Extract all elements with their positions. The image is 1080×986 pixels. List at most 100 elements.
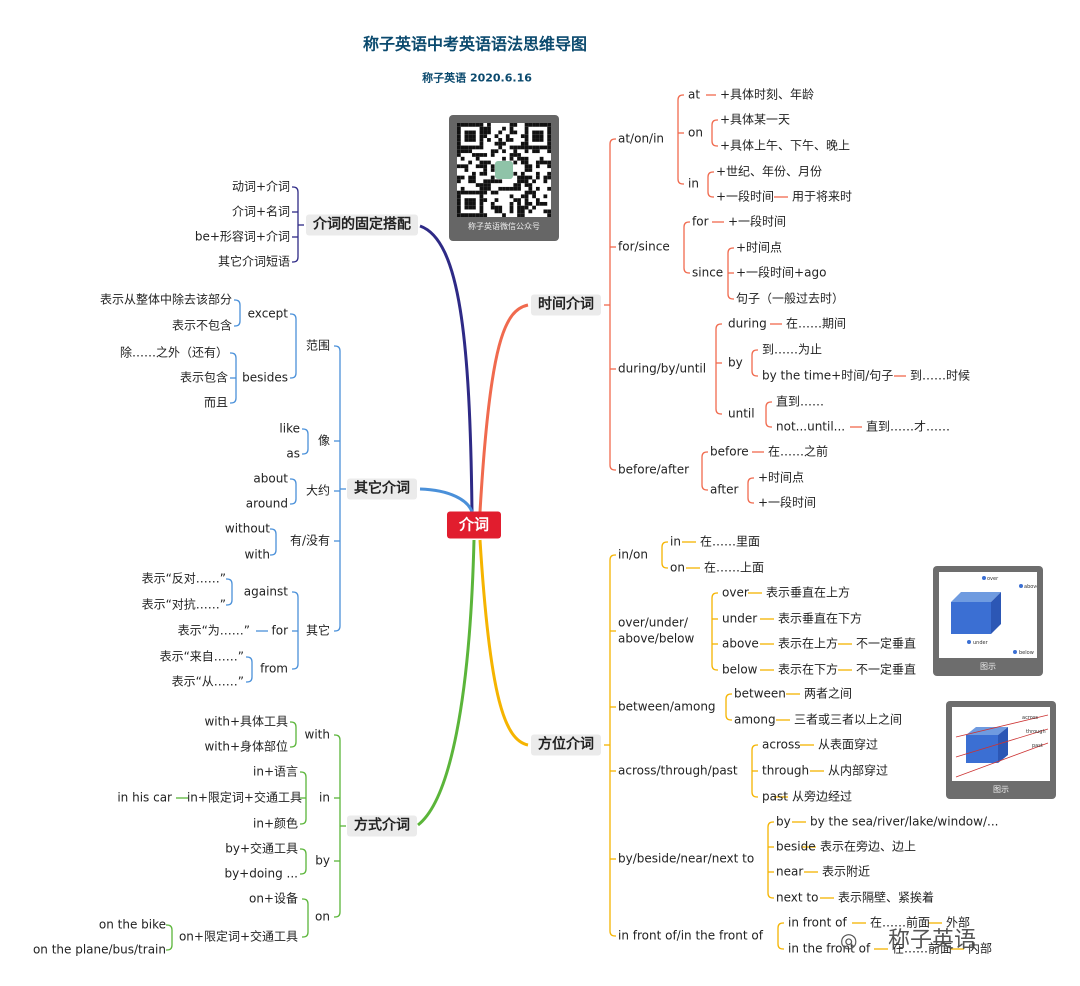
- svg-text:through: through: [1026, 729, 1046, 735]
- node-until: until: [728, 406, 755, 421]
- leaf: +一段时间: [728, 214, 787, 229]
- node-during: during: [728, 316, 767, 331]
- place-value: 表示在旁边、边上: [820, 839, 917, 854]
- leaf: +具体上午、下午、晚上: [720, 138, 851, 153]
- node-over-under: over/under/: [618, 615, 688, 630]
- qr-code-image: [457, 123, 551, 217]
- connector-line: [300, 818, 307, 825]
- leaf: +具体某一天: [720, 112, 791, 127]
- svg-text:past: past: [1032, 743, 1043, 749]
- connector-line: [707, 191, 714, 198]
- place-key: under: [722, 611, 758, 626]
- leaf: +世纪、年份、月份: [716, 164, 823, 179]
- place-value: 三者或三者以上之间: [794, 712, 903, 727]
- cube-diagram-icon: across through past: [955, 714, 1049, 778]
- connector-line: [727, 293, 734, 300]
- node-during-by-until: during/by/until: [618, 361, 707, 376]
- node-range: 范围: [305, 338, 330, 353]
- connector-line: [478, 303, 529, 513]
- leaf: 表示包含: [179, 370, 228, 385]
- node-like: 像: [317, 433, 330, 448]
- node-at-on-in: at/on/in: [618, 131, 665, 146]
- connector-line: [677, 178, 684, 185]
- connector-line: [419, 224, 474, 513]
- place-note: 内部: [968, 941, 993, 956]
- connector-line: [226, 599, 233, 606]
- leaf: like: [279, 421, 300, 436]
- connector-line: [767, 892, 774, 899]
- leaf: with+身体部位: [204, 739, 288, 754]
- connector-line: [290, 721, 297, 728]
- fixed-item: be+形容词+介词: [194, 229, 290, 244]
- connector-line: [725, 693, 732, 700]
- place-value: by the sea/river/lake/window/...: [810, 814, 999, 829]
- node-against: against: [243, 584, 288, 599]
- fixed-item: 动词+介词: [231, 179, 290, 194]
- leaf: 用于将来时: [792, 189, 853, 204]
- connector-line: [234, 299, 241, 306]
- connector-line: [419, 487, 474, 513]
- leaf: +时间点: [758, 470, 805, 485]
- connector-line: [661, 562, 668, 569]
- place-key: beside: [776, 839, 816, 854]
- leaf: 表示“从……”: [171, 674, 244, 689]
- leaf: in+颜色: [253, 816, 298, 831]
- node-by: by: [728, 355, 743, 370]
- place-value: 在……上面: [704, 560, 765, 575]
- svg-text:below: below: [1019, 650, 1034, 656]
- figure-across-through: across through past 图示: [946, 701, 1056, 799]
- connector-line: [166, 924, 173, 931]
- connector-line: [302, 428, 309, 435]
- connector-line: [334, 345, 341, 352]
- place-key: by: [776, 814, 791, 829]
- node-from: from: [260, 661, 288, 676]
- page-title: 称子英语中考英语语法思维导图: [362, 34, 588, 54]
- branch-fixed: 介词的固定搭配: [306, 214, 418, 236]
- place-key: in: [670, 534, 681, 549]
- connector-line: [711, 592, 718, 599]
- svg-text:over: over: [987, 576, 999, 582]
- place-value: 在……前面: [892, 941, 953, 956]
- connector-line: [230, 397, 237, 404]
- connector-line: [747, 497, 754, 504]
- connector-line: [290, 372, 297, 379]
- place-key: in the front of: [788, 941, 871, 956]
- node-above-below: above/below: [618, 631, 695, 646]
- connector-line: [334, 734, 341, 741]
- leaf: +一段时间: [716, 189, 775, 204]
- connector-line: [166, 944, 173, 951]
- connector-line: [478, 539, 529, 747]
- connector-line: [292, 256, 299, 263]
- place-value: 表示在上方: [778, 636, 839, 651]
- leaf: 表示不包含: [171, 318, 232, 333]
- connector-line: [767, 821, 774, 828]
- leaf: not...until...: [776, 419, 846, 434]
- place-key: on: [670, 560, 685, 575]
- place-note: 不一定垂直: [856, 662, 917, 677]
- connector-line: [290, 498, 297, 505]
- connector-line: [292, 186, 299, 193]
- connector-line: [417, 539, 476, 827]
- connector-line: [751, 349, 758, 356]
- place-key: between: [734, 686, 786, 701]
- qr-code-card: 称子英语微信公众号: [449, 115, 559, 241]
- leaf: without: [224, 521, 270, 536]
- place-key: in front of: [788, 915, 847, 930]
- connector-line: [300, 868, 307, 875]
- connector-line: [270, 549, 277, 556]
- node-at: at: [688, 87, 701, 102]
- connector-line: [300, 771, 307, 778]
- root-node: 介词: [446, 511, 502, 539]
- place-value: 表示在下方: [778, 662, 839, 677]
- connector-line: [290, 478, 297, 485]
- branch-time: 时间介词: [531, 294, 601, 316]
- leaf: 直到……: [776, 394, 825, 409]
- leaf: 表示“为……”: [177, 623, 250, 638]
- place-value: 从表面穿过: [818, 737, 879, 752]
- connector-line: [234, 320, 241, 327]
- connector-line: [727, 247, 734, 254]
- connector-line: [302, 448, 309, 455]
- leaf: with+具体工具: [204, 714, 288, 729]
- figure-caption: 图示: [980, 662, 996, 671]
